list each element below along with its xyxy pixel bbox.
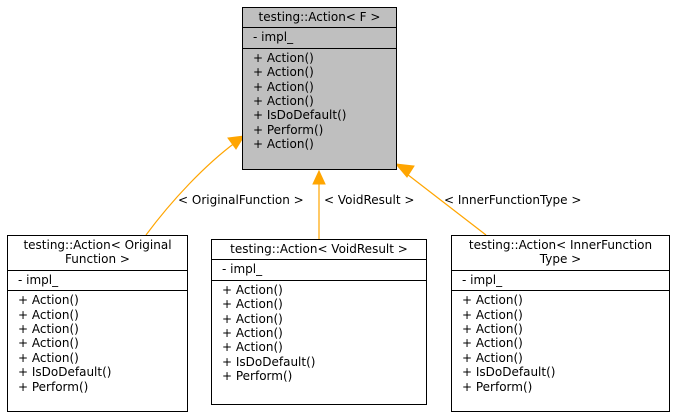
edge-label-original-function: < OriginalFunction > [178, 193, 304, 207]
attributes-section: - impl_ [243, 27, 396, 47]
class-title: testing::Action< Original Function > [8, 236, 187, 270]
method-item: + Action() [253, 137, 314, 152]
method-item: + IsDoDefault() [462, 365, 556, 380]
class-title-text: testing::Action< F > [258, 10, 381, 24]
class-title: testing::Action< InnerFunction Type > [452, 236, 669, 270]
method-item: + Perform() [253, 122, 324, 137]
method-item: + Action() [253, 65, 314, 80]
method-item: + Action() [18, 350, 79, 365]
class-title-text: testing::Action< VoidResult > [230, 242, 408, 256]
method-item: + Perform() [222, 369, 293, 384]
method-item: + Action() [222, 297, 283, 312]
method-item: + Action() [462, 293, 523, 308]
methods-section: + Action() + Action() + Action() + Actio… [452, 290, 669, 397]
method-item: + IsDoDefault() [253, 108, 347, 123]
attribute-item: - impl_ [18, 272, 59, 287]
edge-label-inner-function-type: < InnerFunctionType > [444, 193, 582, 207]
class-title-text: Function > [65, 252, 130, 267]
method-item: + Action() [462, 350, 523, 365]
attributes-section: - impl_ [212, 259, 426, 279]
class-box-inner-function-type[interactable]: testing::Action< InnerFunction Type > - … [451, 235, 670, 412]
methods-section: + Action() + Action() + Action() + Actio… [212, 279, 426, 387]
attributes-section: - impl_ [8, 269, 187, 290]
attribute-item: - impl_ [222, 262, 263, 277]
method-item: + Action() [253, 79, 314, 94]
method-item: + Action() [18, 336, 79, 351]
attribute-item: - impl_ [462, 272, 503, 287]
method-item: + Perform() [18, 379, 89, 394]
edge-original-function-arrowhead [227, 135, 245, 150]
attributes-section: - impl_ [452, 269, 669, 290]
method-item: + Action() [18, 322, 79, 337]
method-item: + Action() [253, 94, 314, 109]
methods-section: + Action() + Action() + Action() + Actio… [8, 290, 187, 397]
method-item: + IsDoDefault() [18, 365, 112, 380]
method-item: + Action() [222, 311, 283, 326]
edge-void-result-arrowhead [312, 169, 326, 185]
method-item: + Action() [462, 322, 523, 337]
method-item: + Action() [253, 50, 314, 65]
class-title: testing::Action< F > [243, 8, 396, 27]
class-title-text: testing::Action< Original [23, 238, 172, 252]
edge-inner-function-type-arrowhead [394, 163, 415, 178]
class-box-original-function[interactable]: testing::Action< Original Function > - i… [7, 235, 188, 412]
class-title-text: Type > [539, 252, 582, 267]
attribute-item: - impl_ [253, 30, 294, 45]
method-item: + IsDoDefault() [222, 354, 316, 369]
method-item: + Action() [18, 307, 79, 322]
method-item: + Action() [462, 307, 523, 322]
class-box-base[interactable]: testing::Action< F > - impl_ + Action() … [242, 7, 397, 170]
method-item: + Action() [462, 336, 523, 351]
class-box-void-result[interactable]: testing::Action< VoidResult > - impl_ + … [211, 239, 427, 405]
edge-inner-function-type [402, 170, 487, 236]
class-title: testing::Action< VoidResult > [212, 240, 426, 259]
method-item: + Action() [18, 293, 79, 308]
methods-section: + Action() + Action() + Action() + Actio… [243, 47, 396, 155]
edge-label-void-result: < VoidResult > [324, 193, 415, 207]
method-item: + Action() [222, 282, 283, 297]
method-item: + Action() [222, 340, 283, 355]
method-item: + Perform() [462, 379, 533, 394]
edge-original-function [145, 141, 237, 236]
class-title-text: testing::Action< InnerFunction [468, 238, 653, 252]
method-item: + Action() [222, 326, 283, 341]
